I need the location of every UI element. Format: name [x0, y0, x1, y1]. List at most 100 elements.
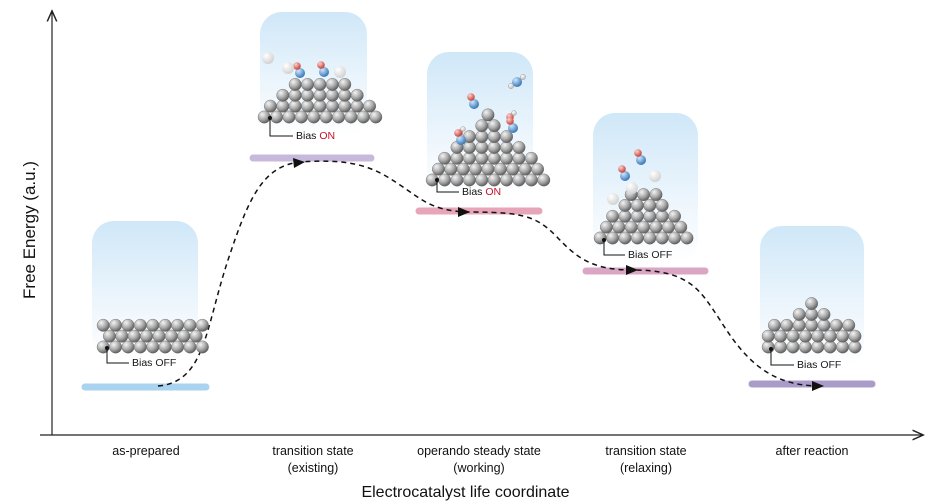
metal-atom: [103, 329, 116, 343]
metal-atom: [848, 329, 862, 343]
metal-oxo-molecule: [467, 93, 479, 109]
metal-atom: [487, 119, 501, 133]
metal-oxo-molecule: [618, 165, 630, 181]
metal-atom: [618, 199, 632, 212]
metal-atom: [649, 188, 663, 202]
state-label-after-reaction: after reaction: [775, 444, 849, 458]
bias-lead: [269, 118, 293, 137]
metal-atom: [487, 173, 501, 187]
bias-prefix: Bias: [797, 359, 820, 371]
metal-atom: [344, 110, 358, 124]
oxygen-atom: [467, 93, 475, 101]
metal-atom: [325, 88, 339, 102]
metal-oxo-molecule: [454, 129, 466, 145]
metal-oxo-molecule: [634, 149, 646, 165]
state-label-transition-existing: transition state(existing): [272, 444, 354, 475]
metal-atom: [655, 231, 669, 245]
bias-prefix: Bias: [628, 249, 651, 261]
bias-state: OFF: [155, 357, 176, 369]
metal-atom: [127, 329, 141, 343]
metal-atom: [631, 199, 644, 212]
bias-lead: [436, 180, 459, 193]
metal-atom: [618, 231, 632, 245]
metal-atom: [450, 173, 464, 187]
faint-molecule: [649, 170, 661, 182]
metal-ion: [295, 68, 305, 78]
metal-atom: [805, 308, 818, 321]
metal-atom: [817, 318, 831, 332]
metal-atom: [363, 99, 376, 113]
metal-atom: [618, 209, 632, 223]
metal-atom: [643, 231, 657, 245]
metal-atom: [500, 130, 513, 144]
metal-oxo-molecule: [317, 61, 329, 77]
metal-atom: [836, 329, 849, 343]
metal-atom: [500, 173, 513, 187]
metal-atom: [96, 318, 110, 332]
metal-atom: [593, 231, 607, 245]
faint-molecule: [334, 66, 346, 78]
metal-atom: [288, 78, 302, 91]
dissolving-atom: [626, 182, 638, 194]
bias-state: ON: [485, 186, 501, 198]
bias-label: Bias OFF: [132, 357, 176, 369]
state-panel-0: Bias OFF: [92, 221, 209, 369]
oxygen-atom: [634, 149, 642, 157]
dissolving-atom: [262, 52, 274, 64]
metal-atom: [276, 88, 290, 102]
metal-atom: [805, 318, 818, 332]
metal-atom: [525, 151, 538, 165]
metal-atom: [332, 110, 345, 124]
arrowhead-4: [812, 381, 824, 391]
metal-atom: [500, 151, 513, 165]
faint-molecule: [282, 62, 294, 74]
oxygen-atom: [317, 61, 325, 69]
metal-atom: [643, 209, 657, 223]
metal-atom: [338, 99, 352, 113]
bias-prefix: Bias: [462, 186, 485, 198]
state-label-operando-steady: operando steady state(working): [417, 444, 541, 475]
metal-atom: [475, 151, 489, 165]
metal-atom: [171, 318, 185, 332]
y-axis-label: Free Energy (a.u.): [20, 161, 39, 299]
metal-atom: [338, 78, 352, 91]
faint-molecule: [262, 52, 274, 64]
metal-atom: [109, 340, 123, 354]
metal-atom: [624, 220, 638, 234]
metal-atom: [506, 162, 520, 176]
metal-atom: [438, 151, 451, 165]
dissolving-atom: [649, 170, 661, 182]
metal-atom: [444, 162, 458, 176]
metal-atom: [830, 318, 843, 332]
metal-atom: [612, 220, 626, 234]
metal-atom: [475, 141, 489, 154]
hydrogen-atom: [520, 74, 526, 80]
metal-atom: [655, 209, 669, 223]
metal-atom: [282, 110, 296, 124]
metal-atom: [655, 199, 669, 212]
oxygen-atom: [454, 129, 462, 137]
metal-atom: [493, 162, 507, 176]
metal-oxo-molecule: [293, 62, 305, 78]
metal-atom: [270, 110, 283, 124]
metal-atom: [350, 99, 364, 113]
metal-oxo-molecule: [506, 117, 518, 133]
bias-lead: [770, 349, 794, 366]
metal-atom: [288, 99, 302, 113]
metal-atom: [537, 173, 551, 187]
metal-atom: [774, 340, 787, 354]
state-panel-1: Bias ON: [257, 12, 383, 142]
metal-atom: [288, 88, 302, 102]
metal-ion: [456, 135, 466, 145]
oxygen-atom: [618, 165, 626, 173]
oxygen-atom: [506, 117, 514, 125]
metal-atom: [487, 141, 501, 154]
metal-atom: [674, 220, 688, 234]
metal-atom: [307, 110, 321, 124]
water-molecule: [508, 74, 526, 89]
metal-atom: [276, 99, 290, 113]
metal-atom: [115, 329, 129, 343]
dissolving-atom: [334, 66, 346, 78]
metal-atom: [600, 220, 613, 234]
metal-atom: [158, 318, 172, 332]
